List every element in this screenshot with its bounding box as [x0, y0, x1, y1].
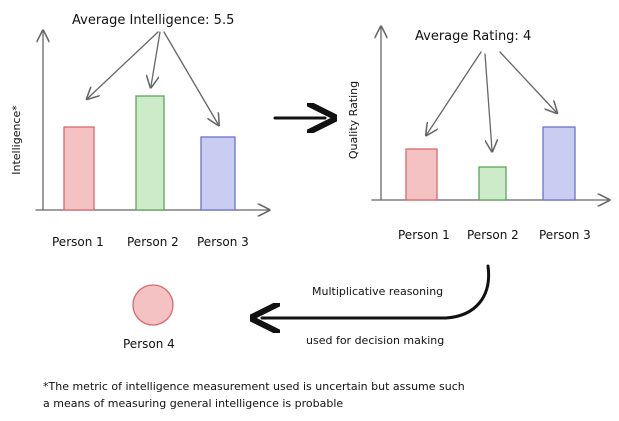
reasoning-arrow: [262, 264, 491, 318]
person-4-label: Person 4: [123, 337, 175, 351]
left-xlabel-person-1: Person 1: [52, 235, 104, 249]
reasoning-bottom-text: used for decision making: [306, 334, 444, 347]
left-xlabel-person-3: Person 3: [197, 235, 249, 249]
left-chart-title: Average Intelligence: 5.5: [72, 13, 234, 28]
left-arrow-to-bar-1: [88, 31, 159, 98]
left-bar-person-2: [135, 95, 165, 211]
left-xlabel-person-2: Person 2: [127, 235, 179, 249]
right-chart-ylabel: Quality Rating: [347, 81, 360, 159]
right-bar-person-3: [542, 126, 576, 201]
left-arrow-to-bar-3: [163, 31, 218, 124]
left-chart-ylabel: Intelligence*: [10, 105, 23, 175]
person-4-circle: [132, 284, 174, 326]
footnote-line-1: *The metric of intelligence measurement …: [43, 380, 465, 393]
left-arrow-to-bar-2: [151, 31, 161, 86]
reasoning-top-text: Multiplicative reasoning: [312, 285, 443, 298]
right-chart: Average Rating: 4 Quality Rating Person …: [347, 28, 608, 242]
right-xlabel-person-1: Person 1: [398, 228, 450, 242]
left-bar-person-3: [200, 136, 236, 211]
right-arrow-to-bar-1: [427, 51, 482, 134]
right-xlabel-person-3: Person 3: [539, 228, 591, 242]
left-bar-person-1: [63, 126, 95, 211]
footnote-line-2: a means of measuring general intelligenc…: [43, 397, 343, 410]
right-chart-title: Average Rating: 4: [415, 29, 531, 44]
right-bar-person-2: [478, 166, 507, 201]
left-chart: Average Intelligence: 5.5 Intelligence* …: [10, 13, 268, 249]
right-arrow-to-bar-2: [484, 53, 492, 150]
right-bar-person-1: [405, 148, 438, 201]
right-arrow-to-bar-3: [499, 51, 556, 112]
right-xlabel-person-2: Person 2: [467, 228, 519, 242]
